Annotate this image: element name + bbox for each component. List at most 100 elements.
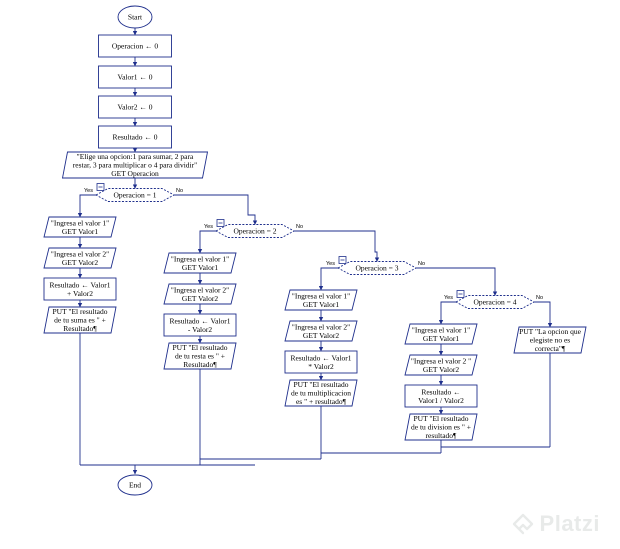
yes-connector <box>318 267 338 291</box>
branch-1-step-2-text: "Ingresa el valor 2" <box>51 249 109 258</box>
branch-1-step-4-text: PUT "El resultado <box>52 307 107 316</box>
branch-1-step-3-text: + Valor2 <box>67 289 93 298</box>
assignment-0: Operacion ← 0 <box>98 34 172 58</box>
no-connector <box>174 194 258 225</box>
prompt-input-text: restar, 3 para multiplicar o 4 para divi… <box>73 161 197 170</box>
branch-3-step-3-text: Resultado ← Valor1 <box>290 353 351 362</box>
branch-4-step-4-text: resultado¶ <box>426 431 457 440</box>
end-terminal: End <box>117 474 153 496</box>
no-label: No <box>418 261 425 267</box>
branch-4-step-1: "Ingresa el valor 1"GET Valor1 <box>404 323 478 345</box>
assignment-2-text: Valor2 ← 0 <box>118 103 153 112</box>
merge-connector <box>440 446 550 453</box>
branch-2-step-1-text: GET Valor1 <box>182 263 218 272</box>
no-connector <box>534 301 553 328</box>
assignment-3-text: Resultado ← 0 <box>113 133 158 142</box>
start-terminal-text: Start <box>128 13 143 22</box>
branch-3-step-4-text: de tu multiplicacion <box>291 389 351 398</box>
branch-3-step-4-text: PUT "El resultado <box>293 380 348 389</box>
yes-label: Yes <box>204 224 213 230</box>
branch-4-step-2-text: GET Valor2 <box>423 365 459 374</box>
no-label: No <box>536 295 543 301</box>
branch-1-step-4-text: Resultado¶ <box>63 324 97 333</box>
branch-2-step-1: "Ingresa el valor 1"GET Valor1 <box>163 252 237 274</box>
branch-2-step-2: "Ingresa el valor 2"GET Valor2 <box>163 283 237 305</box>
branch-4-step-2-text: "Ingresa el valor 2 " <box>411 356 471 365</box>
watermark-text: Platzi <box>539 511 600 536</box>
branch-3-step-2-text: "Ingresa el valor 2" <box>292 322 350 331</box>
branch-3-step-2-text: GET Valor2 <box>303 331 339 340</box>
branch-2-step-3: Resultado ← Valor1- Valor2 <box>163 313 237 337</box>
no-connector <box>294 230 380 262</box>
branch-2-step-4-text: de tu resta es " + <box>175 352 225 361</box>
no-connector <box>416 267 498 296</box>
else-output-text: PUT "La opcion que <box>519 327 582 336</box>
yes-label: Yes <box>326 261 335 267</box>
branch-4-step-1-text: "Ingresa el valor 1" <box>412 325 470 334</box>
no-label: No <box>296 224 303 230</box>
assignment-2: Valor2 ← 0 <box>98 95 172 119</box>
merge-connector <box>132 464 255 475</box>
branch-4-step-3-text: Valor1 / Valor2 <box>418 396 464 405</box>
branch-3-step-1-text: "Ingresa el valor 1" <box>292 291 350 300</box>
branch-1-step-2-text: GET Valor2 <box>62 258 98 267</box>
branch-4-step-4-text: PUT "El resultado <box>413 414 468 423</box>
branch-1-step-1-text: GET Valor1 <box>62 227 98 236</box>
branch-3-step-3: Resultado ← Valor1* Valor2 <box>284 350 358 374</box>
branch-3-step-1-text: GET Valor1 <box>303 300 339 309</box>
prompt-input: "Elige una opcion:1 para sumar, 2 parare… <box>61 151 209 179</box>
yes-connector <box>77 194 96 218</box>
branch-3-step-4-text: es " + resultado¶ <box>296 397 347 406</box>
end-terminal-text: End <box>129 481 141 490</box>
branch-2-step-3-text: - Valor2 <box>188 325 212 334</box>
branch-1-step-4-text: de tu suma es " + <box>54 316 106 325</box>
branch-2-step-4-text: PUT "El resultado <box>172 343 227 352</box>
branch-1-step-1-text: "Ingresa el valor 1" <box>51 218 109 227</box>
branch-3-step-1: "Ingresa el valor 1"GET Valor1 <box>284 289 358 311</box>
branch-1-step-1: "Ingresa el valor 1"GET Valor1 <box>43 216 117 238</box>
decision-3-text: Operacion = 3 <box>356 264 399 273</box>
assignment-1-text: Valor1 ← 0 <box>118 73 153 82</box>
decision-4-text: Operacion = 4 <box>474 298 517 307</box>
start-terminal: Start <box>117 5 153 29</box>
prompt-input-text: GET Operacion <box>111 169 159 178</box>
assignment-1: Valor1 ← 0 <box>98 65 172 89</box>
branch-3-step-3-text: * Valor2 <box>308 362 334 371</box>
prompt-input-text: "Elige una opcion:1 para sumar, 2 para <box>77 152 194 161</box>
yes-label: Yes <box>84 188 93 194</box>
merge-connector <box>320 452 441 459</box>
branch-2-step-4-text: Resultado¶ <box>183 360 217 369</box>
branch-4-step-3-text: Resultado ← <box>421 387 460 396</box>
branch-2-step-2-text: "Ingresa el valor 2" <box>171 285 229 294</box>
branch-1-step-3-text: Resultado ← Valor1 <box>49 280 110 289</box>
branch-3-step-2: "Ingresa el valor 2"GET Valor2 <box>284 320 358 342</box>
yes-label: Yes <box>444 295 453 301</box>
no-label: No <box>176 188 183 194</box>
else-output-text: elegiste no es <box>530 336 570 345</box>
yes-connector <box>438 301 456 325</box>
branch-4-step-4-text: de tu division es " + <box>411 423 471 432</box>
decision-1-text: Operacion = 1 <box>114 191 157 200</box>
branch-2-step-3-text: Resultado ← Valor1 <box>169 316 230 325</box>
assignment-0-text: Operacion ← 0 <box>112 42 158 51</box>
platzi-logo-icon <box>512 513 533 535</box>
branch-4-step-1-text: GET Valor1 <box>423 334 459 343</box>
yes-connector <box>197 230 216 254</box>
watermark: Platzi <box>512 511 600 537</box>
assignment-3: Resultado ← 0 <box>98 125 172 149</box>
branch-4-step-3: Resultado ←Valor1 / Valor2 <box>404 384 478 408</box>
branch-2-step-1-text: "Ingresa el valor 1" <box>171 254 229 263</box>
branch-1-step-2: "Ingresa el valor 2"GET Valor2 <box>43 247 117 269</box>
branch-1-step-3: Resultado ← Valor1+ Valor2 <box>43 277 117 301</box>
else-output-text: correcta"¶ <box>535 344 566 353</box>
branch-4-step-2: "Ingresa el valor 2 "GET Valor2 <box>404 354 478 376</box>
merge-connector <box>199 458 321 465</box>
decision-2-text: Operacion = 2 <box>234 227 277 236</box>
branch-2-step-2-text: GET Valor2 <box>182 294 218 303</box>
